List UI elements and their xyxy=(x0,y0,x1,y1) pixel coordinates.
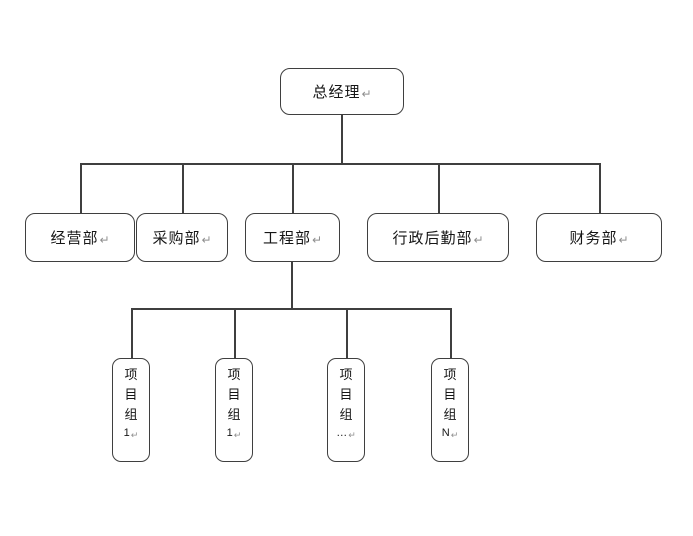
paragraph-mark-icon: ↵ xyxy=(311,232,323,247)
paragraph-mark-icon: ↵ xyxy=(348,430,356,440)
connector-drop-dept-1 xyxy=(80,163,82,213)
node-label: 行政后勤部 xyxy=(392,230,473,247)
connector-drop-dept-4 xyxy=(438,163,440,213)
node-label-char: 组 xyxy=(227,407,241,422)
node-project-group-2[interactable]: 项 目 组 1 ↵ xyxy=(215,358,253,462)
node-label-char: 组 xyxy=(124,407,138,422)
node-project-group-n[interactable]: 项 目 组 N ↵ xyxy=(431,358,469,462)
suffix-text: 1 xyxy=(123,427,130,439)
paragraph-mark-icon: ↵ xyxy=(99,232,110,247)
node-project-group-ellipsis[interactable]: 项 目 组 … ↵ xyxy=(327,358,365,462)
node-label-char: 目 xyxy=(443,387,457,402)
node-label-char: 目 xyxy=(124,387,138,402)
node-admin-logistics-dept[interactable]: 行政后勤部 ↵ xyxy=(367,213,509,262)
connector-level3-rail xyxy=(131,308,451,310)
node-label-char: 目 xyxy=(339,387,353,402)
node-engineering-dept[interactable]: 工程部 ↵ xyxy=(245,213,340,262)
connector-root-drop xyxy=(341,115,343,163)
node-label-char: 项 xyxy=(124,367,138,382)
node-general-manager[interactable]: 总经理 ↵ xyxy=(280,68,404,115)
node-label-suffix: … ↵ xyxy=(336,427,356,440)
connector-level2-rail xyxy=(80,163,600,165)
paragraph-mark-icon: ↵ xyxy=(618,232,629,247)
node-label-char: 项 xyxy=(443,367,457,382)
node-label-char: 项 xyxy=(339,367,353,382)
paragraph-mark-icon: ↵ xyxy=(473,232,484,247)
suffix-text: N xyxy=(441,427,450,439)
paragraph-mark-icon: ↵ xyxy=(130,430,139,440)
node-project-group-1[interactable]: 项 目 组 1 ↵ xyxy=(112,358,150,462)
connector-drop-dept-2 xyxy=(182,163,184,213)
node-label: 总经理 xyxy=(312,84,361,101)
connector-drop-group-4 xyxy=(450,308,452,358)
node-label-suffix: 1 ↵ xyxy=(226,427,242,440)
connector-drop-dept-5 xyxy=(599,163,601,213)
node-label-char: 组 xyxy=(443,407,457,422)
node-label-char: 项 xyxy=(227,367,241,382)
node-finance-dept[interactable]: 财务部 ↵ xyxy=(536,213,662,262)
node-label-char: 组 xyxy=(339,407,353,422)
paragraph-mark-icon: ↵ xyxy=(201,232,212,247)
suffix-text: … xyxy=(336,427,348,439)
connector-drop-group-2 xyxy=(234,308,236,358)
paragraph-mark-icon: ↵ xyxy=(233,430,242,440)
paragraph-mark-icon: ↵ xyxy=(450,430,459,440)
connector-drop-group-3 xyxy=(346,308,348,358)
suffix-text: 1 xyxy=(226,427,233,439)
connector-drop-dept-3 xyxy=(292,163,294,213)
connector-engineering-drop xyxy=(291,262,293,308)
node-operations-dept[interactable]: 经营部 ↵ xyxy=(25,213,135,262)
node-label: 经营部 xyxy=(50,230,99,247)
node-label-suffix: N ↵ xyxy=(441,427,459,440)
node-label: 工程部 xyxy=(262,230,311,247)
node-label: 采购部 xyxy=(152,230,201,247)
node-label: 财务部 xyxy=(569,230,618,247)
node-purchasing-dept[interactable]: 采购部 ↵ xyxy=(136,213,228,262)
paragraph-mark-icon: ↵ xyxy=(361,86,372,101)
node-label-char: 目 xyxy=(227,387,241,402)
node-label-suffix: 1 ↵ xyxy=(123,427,139,440)
connector-drop-group-1 xyxy=(131,308,133,358)
